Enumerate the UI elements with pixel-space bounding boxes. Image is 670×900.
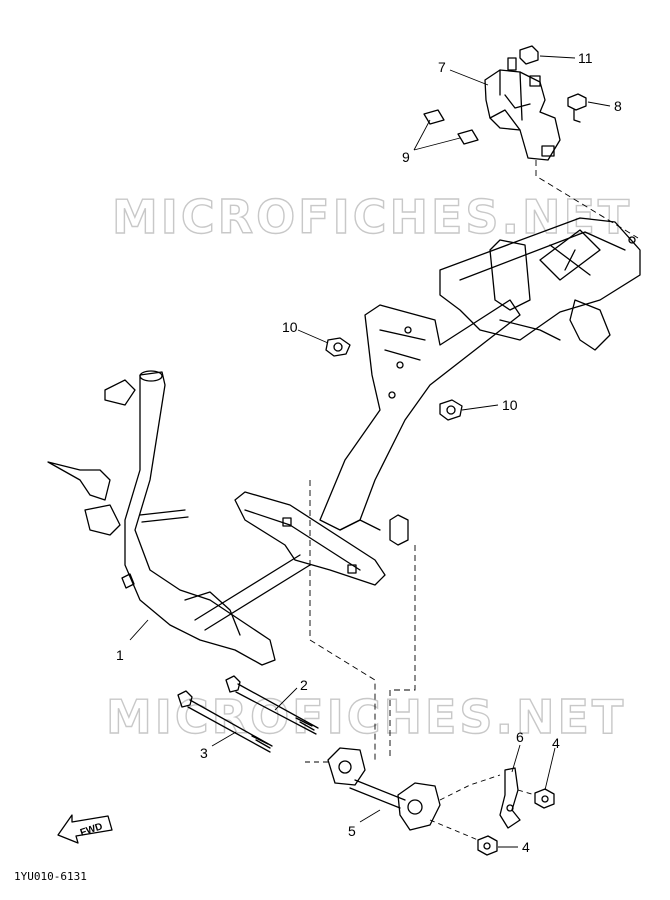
bracket-part-6 (499, 767, 521, 829)
callout-6: 6 (516, 729, 524, 745)
clamp-part-10-right (439, 399, 463, 421)
callouts: 1 2 3 4 4 5 6 7 8 9 10 10 11 (116, 50, 622, 855)
upper-bracket (484, 57, 561, 161)
callout-11: 11 (578, 50, 593, 66)
leader-lines (129, 55, 611, 848)
bolt-part-2 (225, 675, 319, 735)
callout-10-left: 10 (282, 319, 298, 335)
front-down-tube-part-1 (47, 370, 276, 666)
watermark-bottom: MICROFICHES.NET (106, 690, 626, 744)
pad-part-9 (423, 109, 479, 145)
callout-5: 5 (348, 823, 356, 839)
rear-frame-cradle (439, 217, 641, 351)
nut-part-4-upper (534, 788, 555, 809)
callout-4-upper: 4 (552, 735, 560, 751)
bolt-part-8 (567, 93, 587, 123)
nut-part-4-lower (477, 835, 498, 856)
bolt-part-3 (177, 690, 273, 753)
cap-part-11 (519, 45, 539, 65)
callout-7: 7 (438, 59, 446, 75)
callout-10-right: 10 (502, 397, 518, 413)
drawing-code: 1YU010-6131 (14, 870, 87, 883)
engine-mount-part-5 (305, 747, 479, 841)
cross-member (194, 491, 386, 631)
callout-3: 3 (200, 745, 208, 761)
callout-4-lower: 4 (522, 839, 530, 855)
fwd-arrow-icon: FWD (57, 814, 113, 844)
callout-2: 2 (300, 677, 308, 693)
callout-8: 8 (614, 98, 622, 114)
callout-1: 1 (116, 647, 124, 663)
watermark-top: MICROFICHES.NET (112, 190, 632, 244)
callout-9: 9 (402, 149, 410, 165)
clamp-part-10-left (325, 337, 351, 357)
main-frame-tube (319, 299, 521, 546)
fwd-label: FWD (79, 821, 104, 839)
